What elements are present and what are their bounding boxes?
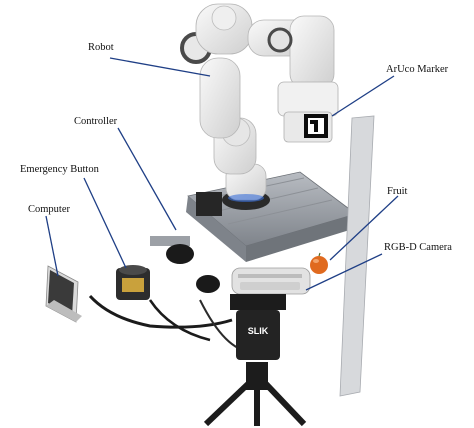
fruit [310,252,328,274]
aruco-marker [304,114,328,138]
robot-leader-line [109,57,211,77]
rgbd-camera [231,267,311,295]
rgbd-camera-label: RGB-D Camera [384,242,452,253]
tripod: SLIK [203,294,307,427]
controller [166,192,222,293]
controller-leader-line [117,127,177,231]
robot-label: Robot [88,42,114,53]
emergency-button-label: Emergency Button [20,164,99,175]
leader-lines [45,57,399,291]
fruit-leader-line [329,195,399,261]
fruit-label: Fruit [387,186,408,197]
computer-laptop [45,265,82,323]
computer-leader-line [45,215,59,277]
rgbd-camera-leader-line [305,253,383,291]
side-panel [339,115,375,397]
emergency-button-leader-line [83,177,127,269]
aruco-marker-leader-line [331,75,395,117]
emergency-button [116,265,150,300]
camera-brand-text: SLIK [248,326,269,336]
computer-label: Computer [28,204,70,215]
robot-arm [180,3,339,210]
controller-label: Controller [74,116,118,127]
aruco-marker-label: ArUco Marker [386,64,449,75]
